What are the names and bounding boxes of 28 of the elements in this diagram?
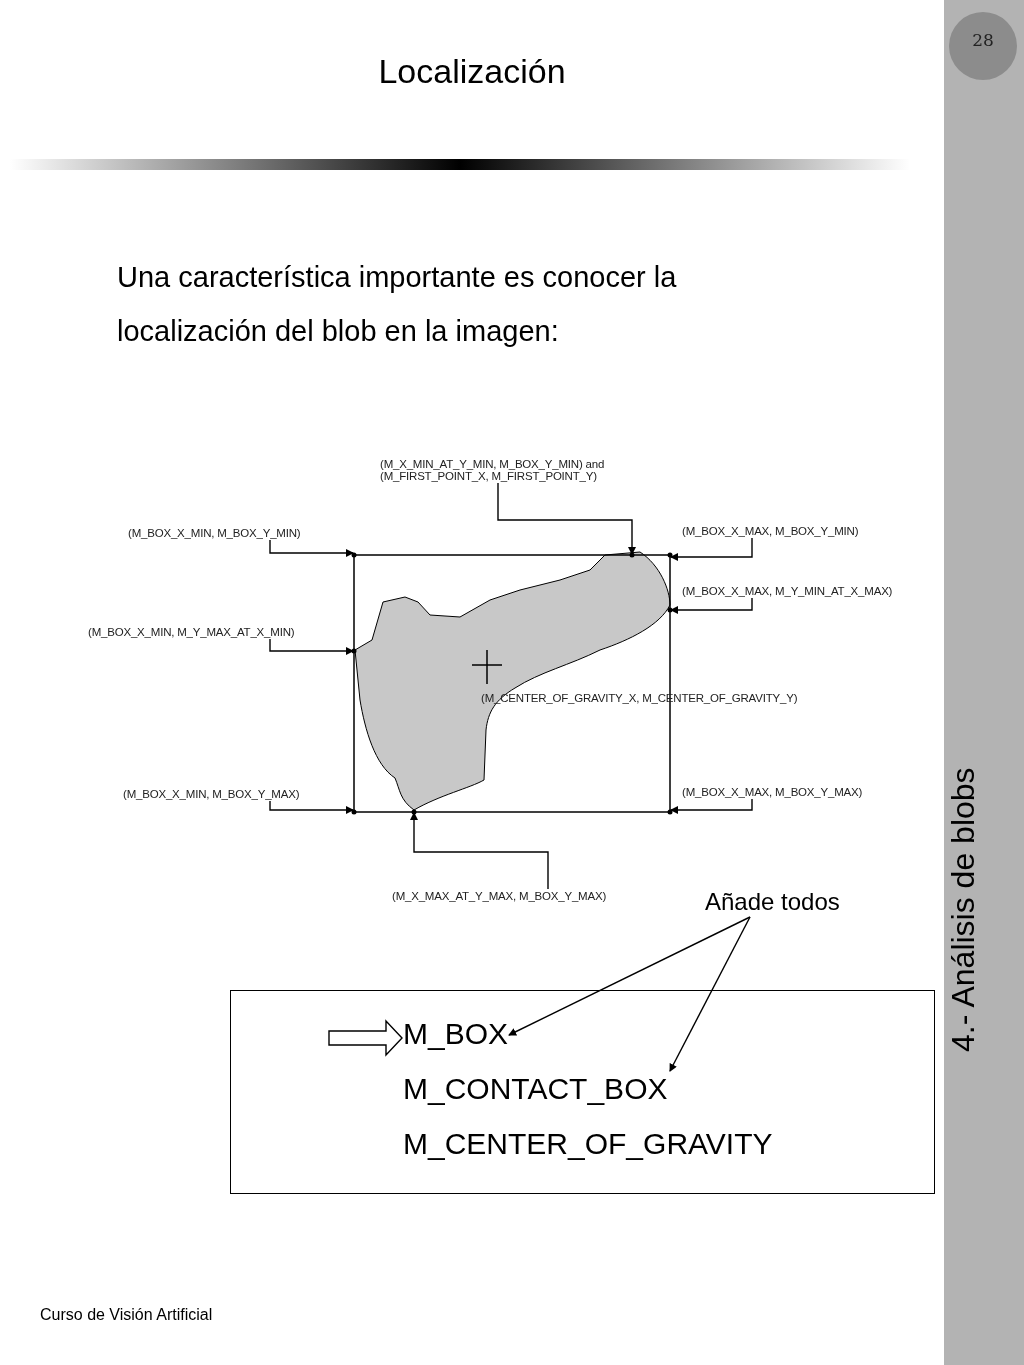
- sidebar-heading: 4.- Análisis de blobs: [945, 766, 982, 1055]
- leader-arrow: [269, 539, 354, 557]
- leader-arrow: [670, 597, 753, 614]
- slide-title: Localización: [377, 52, 567, 91]
- coordinate-label: (M_X_MAX_AT_Y_MAX, M_BOX_Y_MAX): [392, 890, 607, 902]
- coordinate-label: (M_BOX_X_MIN, M_Y_MAX_AT_X_MIN): [88, 626, 295, 638]
- leader-arrow: [670, 798, 753, 814]
- parameter-name: M_CONTACT_BOX: [403, 1072, 668, 1106]
- leader-arrow: [269, 638, 354, 655]
- footer-text: Curso de Visión Artificial: [40, 1306, 213, 1324]
- annotation-text: Añade todos: [705, 888, 840, 916]
- arrow: [669, 916, 751, 1072]
- parameter-name: M_CENTER_OF_GRAVITY: [403, 1127, 773, 1161]
- coordinate-label: (M_BOX_X_MIN, M_BOX_Y_MIN): [128, 527, 301, 539]
- list-panel: [230, 990, 935, 1194]
- leader-arrow: [497, 482, 636, 555]
- coordinate-label: (M_BOX_X_MAX, M_BOX_Y_MIN): [682, 525, 859, 537]
- leader-arrow: [410, 812, 549, 890]
- block-arrow: [328, 1019, 403, 1057]
- leader-arrow: [269, 800, 354, 814]
- coordinate-label: (M_BOX_X_MAX, M_BOX_Y_MAX): [682, 786, 863, 798]
- leader-arrow: [670, 537, 753, 561]
- arrow: [508, 916, 751, 1036]
- coordinate-label: (M_BOX_X_MIN, M_BOX_Y_MAX): [123, 788, 300, 800]
- coordinate-label: (M_BOX_X_MAX, M_Y_MIN_AT_X_MAX): [682, 585, 893, 597]
- intro-paragraph: Una característica importante es conocer la localización del blob en la imagen:: [117, 260, 678, 349]
- coordinate-label: (M_X_MIN_AT_Y_MIN, M_BOX_Y_MIN) and (M_FIRST_POINT_X, M_FIRST_POINT_Y): [380, 458, 665, 482]
- parameter-name: M_BOX: [403, 1017, 509, 1051]
